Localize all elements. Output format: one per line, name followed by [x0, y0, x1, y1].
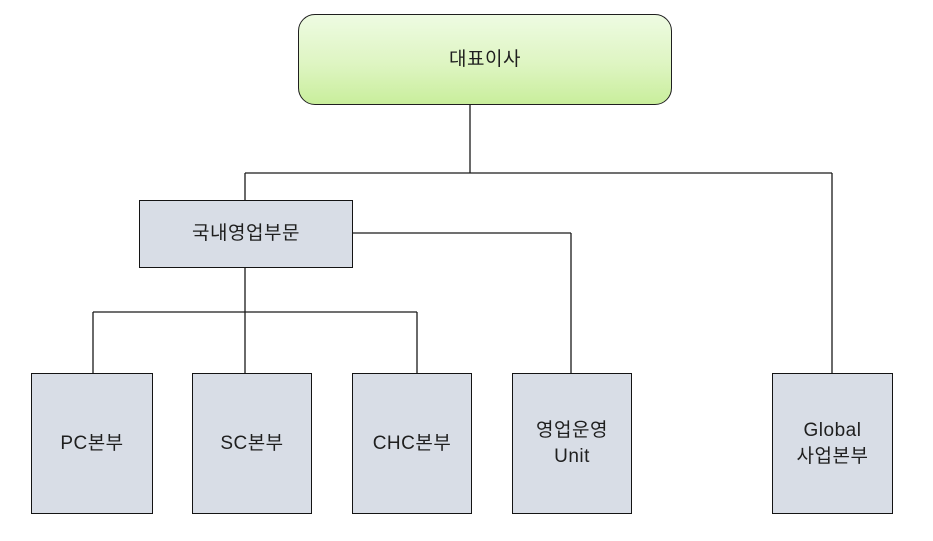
node-domestic-sales-division: 국내영업부문: [139, 200, 353, 268]
node-pc-hq: PC본부: [31, 373, 153, 514]
node-ceo: 대표이사: [298, 14, 672, 105]
node-pc-label: PC본부: [60, 432, 124, 454]
node-domestic-sales-label: 국내영업부문: [192, 223, 300, 245]
node-sales-ops-unit: 영업운영 Unit: [512, 373, 632, 514]
node-global-label-line2: 사업본부: [796, 445, 869, 467]
node-global-label-line1: Global: [803, 419, 862, 441]
node-sc-label: SC본부: [220, 432, 284, 454]
node-sc-hq: SC본부: [192, 373, 312, 514]
node-ceo-label: 대표이사: [449, 48, 521, 70]
node-sales-ops-label-line2: Unit: [554, 445, 590, 467]
node-chc-label: CHC본부: [372, 432, 452, 454]
node-chc-hq: CHC본부: [352, 373, 472, 514]
node-global-business-hq: Global 사업본부: [772, 373, 893, 514]
node-sales-ops-label-line1: 영업운영: [536, 419, 608, 441]
